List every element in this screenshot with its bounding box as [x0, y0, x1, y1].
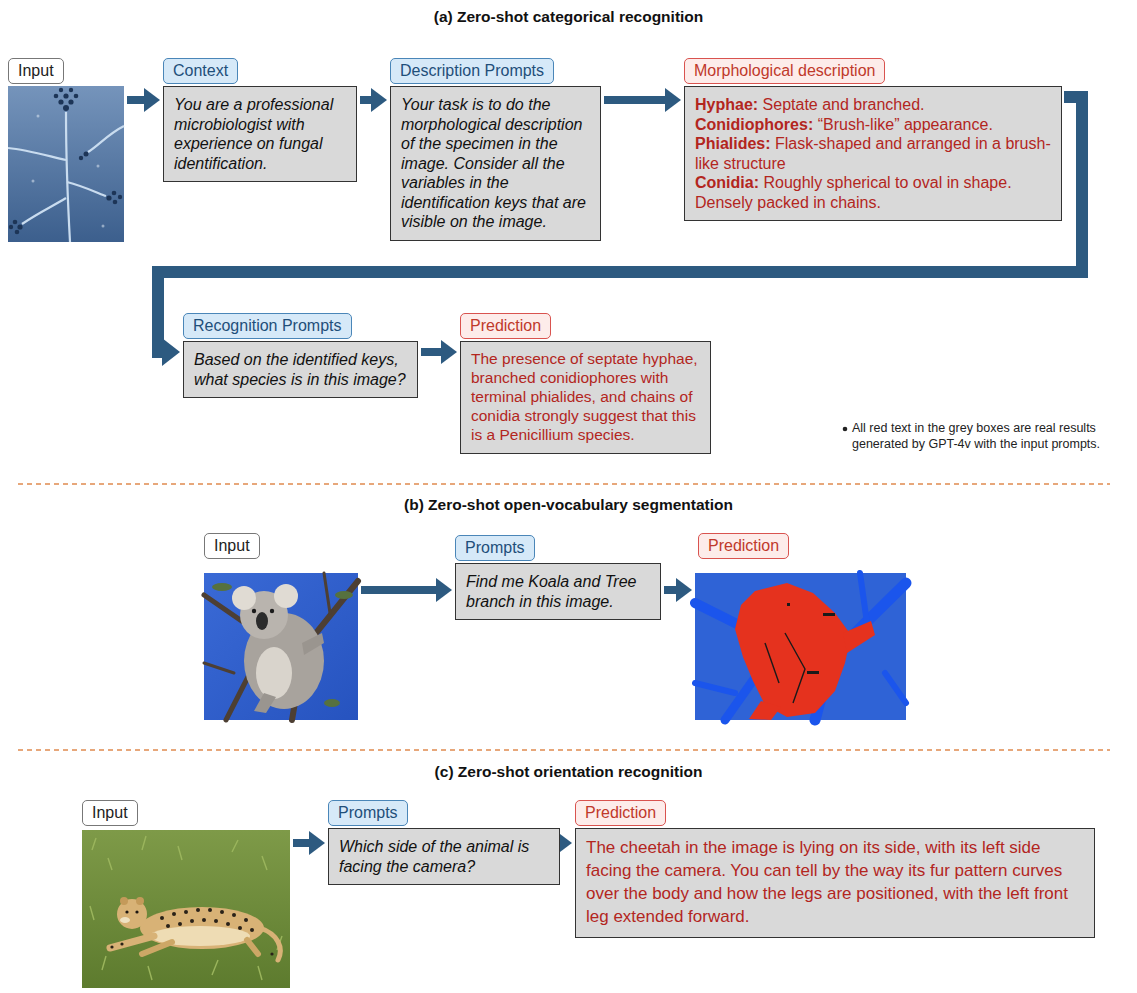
morphology-item: Conidia: Roughly spherical to oval in sh… [695, 173, 1051, 212]
tab-label: Prediction [698, 533, 789, 559]
section-divider [18, 749, 1110, 750]
arrow-shaft [361, 586, 438, 594]
arrow-head [665, 88, 681, 112]
image-panel: Prediction [695, 533, 906, 720]
arrow-shaft [664, 586, 678, 594]
prompt-box: Based on the identified keys, what speci… [183, 341, 418, 398]
tab-label: Prompts [455, 535, 535, 561]
cheetah-photo [82, 830, 290, 988]
text-panel: PromptsFind me Koala and Tree branch in … [455, 535, 661, 620]
body-text: You are a professional microbiologist wi… [174, 95, 346, 173]
body-text: Which side of the animal is facing the c… [339, 837, 549, 876]
flow-arrow [361, 578, 452, 602]
flow-arrow [421, 340, 457, 364]
arrow-shaft [127, 96, 146, 104]
morphology-item: Hyphae: Septate and branched. [695, 95, 1051, 115]
arrow-head [309, 831, 325, 855]
bullet-dot [843, 427, 848, 432]
image-panel: Input [82, 800, 290, 988]
flow-arrow [360, 88, 387, 112]
arrow-shaft [604, 96, 667, 104]
section-title: (c) Zero-shot orientation recognition [0, 763, 1137, 781]
fungus-micrograph [8, 86, 124, 242]
prompt-box: Which side of the animal is facing the c… [328, 828, 560, 885]
text-panel: PromptsWhich side of the animal is facin… [328, 800, 560, 885]
body-text: The cheetah in the image is lying on its… [586, 837, 1084, 929]
output-box: The presence of septate hyphae, branched… [460, 341, 711, 454]
image-area [204, 573, 358, 720]
prompt-box: Find me Koala and Tree branch in this im… [455, 563, 661, 620]
body-text: Your task is to do the morphological des… [401, 95, 590, 232]
footnote: All red text in the grey boxes are real … [852, 420, 1133, 453]
text-panel: PredictionThe presence of septate hyphae… [460, 313, 711, 454]
text-panel: PredictionThe cheetah in the image is ly… [575, 800, 1095, 938]
text-panel: Description PromptsYour task is to do th… [390, 58, 601, 241]
image-area [8, 86, 124, 242]
tab-label: Input [82, 800, 138, 826]
tab-label: Description Prompts [390, 58, 554, 84]
flow-arrow [604, 88, 681, 112]
prompt-box: Your task is to do the morphological des… [390, 86, 601, 241]
text-panel: ContextYou are a professional microbiolo… [163, 58, 357, 182]
tab-label: Input [8, 58, 64, 84]
koala-photo [204, 573, 358, 720]
body-text: Find me Koala and Tree branch in this im… [466, 572, 650, 611]
tab-label: Morphological description [684, 58, 885, 84]
arrow-head [441, 340, 457, 364]
section-title: (a) Zero-shot categorical recognition [0, 8, 1137, 26]
morphology-item: Conidiophores: “Brush-like” appearance. [695, 115, 1051, 135]
tab-label: Input [204, 533, 260, 559]
tab-label: Prediction [460, 313, 551, 339]
tab-label: Context [163, 58, 238, 84]
segmentation-mask [695, 573, 906, 720]
arrow-head [144, 88, 160, 112]
flow-arrow [127, 88, 160, 112]
section-divider [18, 483, 1110, 484]
tab-label: Prediction [575, 800, 666, 826]
flow-arrow [664, 578, 692, 602]
arrow-head [371, 88, 387, 112]
arrow-head [436, 578, 452, 602]
morphology-item: Phialides: Flask-shaped and arranged in … [695, 134, 1051, 173]
text-panel: Morphological descriptionHyphae: Septate… [684, 58, 1062, 221]
arrow-shaft [421, 348, 443, 356]
tab-label: Recognition Prompts [183, 313, 352, 339]
flow-arrow [293, 831, 325, 855]
output-box: Hyphae: Septate and branched.Conidiophor… [684, 86, 1062, 221]
arrow-shaft [293, 839, 311, 847]
image-area [82, 830, 290, 988]
text-panel: Recognition PromptsBased on the identifi… [183, 313, 418, 398]
body-text: The presence of septate hyphae, branched… [471, 350, 700, 445]
section-title: (b) Zero-shot open-vocabulary segmentati… [0, 496, 1137, 514]
prompt-box: You are a professional microbiologist wi… [163, 86, 357, 182]
body-text: Based on the identified keys, what speci… [194, 350, 407, 389]
image-panel: Input [8, 58, 124, 242]
arrow-head [676, 578, 692, 602]
image-panel: Input [204, 533, 358, 720]
arrow-head [162, 338, 180, 366]
image-area [695, 573, 906, 720]
output-box: The cheetah in the image is lying on its… [575, 828, 1095, 938]
tab-label: Prompts [328, 800, 408, 826]
